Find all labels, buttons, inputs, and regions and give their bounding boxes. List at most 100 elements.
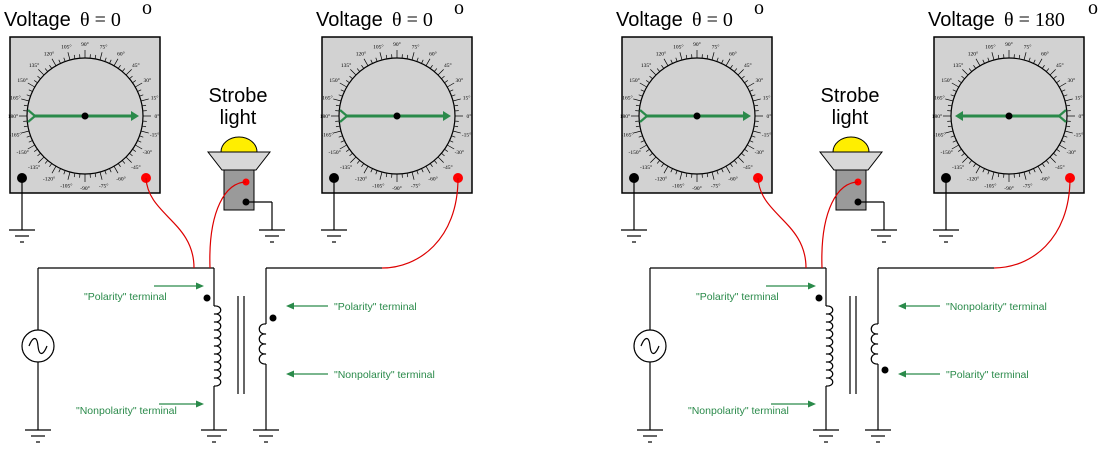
strobe-lamp: [220, 136, 258, 153]
dial-tick: [639, 82, 647, 88]
dial-tick: [27, 144, 35, 150]
dial-tick-label: 180°: [932, 113, 942, 120]
dial-tick: [429, 65, 433, 69]
dial-tick: [1066, 104, 1071, 107]
dial-tick: [635, 104, 640, 107]
dial-tick: [137, 89, 142, 92]
strobe-label-line1: Strobe: [209, 85, 268, 107]
dial-tick-label: -120°: [43, 175, 55, 182]
dial-tick-label: -90°: [392, 185, 402, 192]
dial-tick: [1064, 130, 1073, 134]
dial-tick: [725, 58, 731, 66]
dial-tick: [961, 153, 965, 157]
dial-tick: [333, 130, 342, 134]
dial-tick-label: -45°: [1055, 164, 1065, 171]
dial-tick: [751, 135, 756, 138]
arrowhead: [196, 282, 204, 290]
dial-tick: [737, 156, 744, 163]
dial-tick: [370, 59, 373, 64]
dial-tick-label: -75°: [711, 183, 721, 190]
arrowhead: [898, 302, 906, 310]
dial-tick: [958, 148, 962, 152]
dial-tick-label: -30°: [1067, 149, 1077, 156]
dial-tick: [63, 170, 66, 175]
dial-tick: [951, 144, 959, 150]
dial-tick: [434, 160, 438, 164]
dial-tick-label: 75°: [712, 43, 720, 50]
dial-tick: [142, 104, 147, 107]
dial-tick-label: -165°: [9, 132, 21, 139]
dial-tick: [28, 140, 33, 143]
dial-tick: [716, 170, 719, 175]
dial-tick: [945, 130, 954, 134]
meter-phase: θ = 180: [1004, 9, 1065, 31]
dial-tick: [945, 98, 954, 102]
needle-arrowhead: [743, 111, 751, 121]
dial-tick-label: -15°: [462, 132, 472, 139]
probe-wire: [381, 177, 459, 269]
needle-tail: [1058, 115, 1067, 123]
needle-tail: [27, 109, 36, 117]
strobe-reflector: [818, 151, 884, 171]
primary-polarity-dot: [203, 294, 211, 302]
dial-tick: [1028, 170, 1031, 175]
dial-tick-label: 60°: [729, 51, 737, 58]
label-secondary-top: "Nonpolarity" terminal: [946, 301, 1047, 313]
dial-tick: [370, 168, 373, 173]
dial-tick: [94, 173, 97, 178]
dial-tick-label: -150°: [941, 149, 953, 156]
dial-tick: [44, 68, 48, 72]
dial-tick: [425, 166, 431, 174]
dial-tick: [1066, 125, 1071, 128]
dial-tick: [711, 52, 715, 61]
dial-tick: [447, 144, 455, 150]
dial-tick: [706, 173, 709, 178]
dial-tick: [650, 69, 657, 76]
dial-tick: [1053, 75, 1057, 79]
dial-tick: [633, 98, 642, 102]
needle-pivot: [81, 112, 89, 120]
dial-tick: [741, 153, 745, 157]
dial-tick-label: -90°: [1004, 185, 1014, 192]
dial-tick: [649, 75, 653, 79]
dial-tick: [109, 168, 112, 173]
dial-tick: [26, 94, 31, 97]
winding: [825, 305, 834, 387]
dial-tick: [139, 94, 144, 97]
dial-tick: [375, 57, 378, 62]
dial-tick-label: 0°: [767, 113, 772, 120]
dial-tick: [947, 104, 952, 107]
dial-tick-label: 60°: [117, 51, 125, 58]
dial-tick: [685, 173, 688, 178]
dial-tick: [416, 57, 419, 62]
dial-tick: [421, 59, 424, 64]
meter-title: Voltage: [4, 9, 71, 31]
dial-tick-label: -60°: [116, 175, 126, 182]
dial-tick-label: 105°: [373, 43, 383, 50]
dial-tick: [661, 65, 665, 69]
dial-tick-label: 15°: [463, 94, 471, 101]
dial-tick: [132, 148, 136, 152]
dial-tick-label: 150°: [941, 77, 951, 84]
dial-tick: [346, 148, 350, 152]
dial-tick: [63, 57, 66, 62]
dial-tick: [744, 148, 748, 152]
dial-tick: [737, 69, 744, 76]
dial-tick: [37, 153, 41, 157]
probe-wire: [209, 181, 247, 269]
dial-tick: [73, 54, 76, 59]
dial-tick: [656, 160, 660, 164]
dial-tick: [34, 148, 38, 152]
needle-tail: [339, 109, 348, 117]
dial-tick-label: -135°: [952, 164, 964, 171]
strobe-reflector: [206, 151, 272, 171]
dial-tick: [452, 130, 461, 134]
dial-tick: [67, 52, 71, 61]
dial-tick: [122, 160, 126, 164]
dial-tick-label: -60°: [728, 175, 738, 182]
meter-title: Voltage: [316, 9, 383, 31]
strobe-lamp: [832, 136, 870, 153]
dial-tick-label: -120°: [967, 175, 979, 182]
dial-tick: [49, 65, 53, 69]
dial-tick: [21, 130, 30, 134]
